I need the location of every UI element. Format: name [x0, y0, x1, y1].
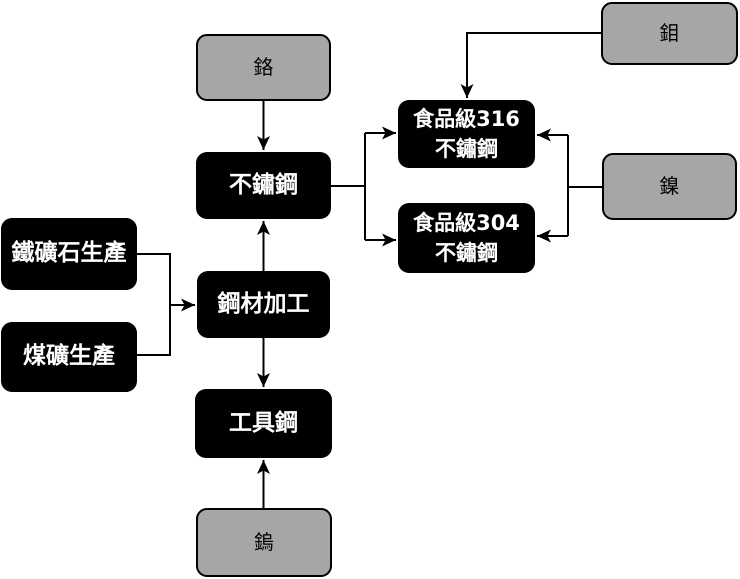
edge-iron-coal-junction: [137, 253, 171, 356]
node-steel-processing[interactable]: 鋼材加工: [197, 271, 330, 338]
node-coal-production-label: 煤礦生產: [23, 343, 115, 370]
node-molybdenum-label: 鉬: [659, 21, 680, 45]
node-chromium-label: 鉻: [253, 55, 274, 79]
edge-stainless-steel-branch: [331, 133, 366, 240]
node-molybdenum[interactable]: 鉬: [601, 2, 738, 65]
node-food-grade-316-label: 食品級316 不鏽鋼: [413, 106, 520, 161]
node-tungsten[interactable]: 鎢: [196, 508, 332, 577]
node-iron-ore-production[interactable]: 鐵礦石生產: [1, 218, 137, 290]
node-food-grade-304[interactable]: 食品級304 不鏽鋼: [398, 203, 535, 273]
node-steel-processing-label: 鋼材加工: [217, 290, 310, 317]
node-chromium[interactable]: 鉻: [196, 34, 331, 101]
edge-nickel-branch: [567, 135, 602, 236]
node-stainless-steel-label: 不鏽鋼: [229, 171, 298, 198]
edge-molybdenum-to-food-316: [460, 32, 601, 98]
node-nickel-label: 鎳: [659, 174, 680, 198]
node-food-grade-316[interactable]: 食品級316 不鏽鋼: [398, 100, 535, 168]
node-tool-steel-label: 工具鋼: [229, 409, 298, 436]
node-tungsten-label: 鎢: [254, 530, 274, 554]
node-food-grade-304-label: 食品級304 不鏽鋼: [413, 210, 520, 265]
node-iron-ore-production-label: 鐵礦石生產: [11, 240, 127, 267]
node-stainless-steel[interactable]: 不鏽鋼: [196, 152, 331, 219]
node-tool-steel[interactable]: 工具鋼: [195, 389, 332, 458]
node-coal-production[interactable]: 煤礦生產: [1, 322, 137, 392]
node-nickel[interactable]: 鎳: [602, 153, 737, 220]
